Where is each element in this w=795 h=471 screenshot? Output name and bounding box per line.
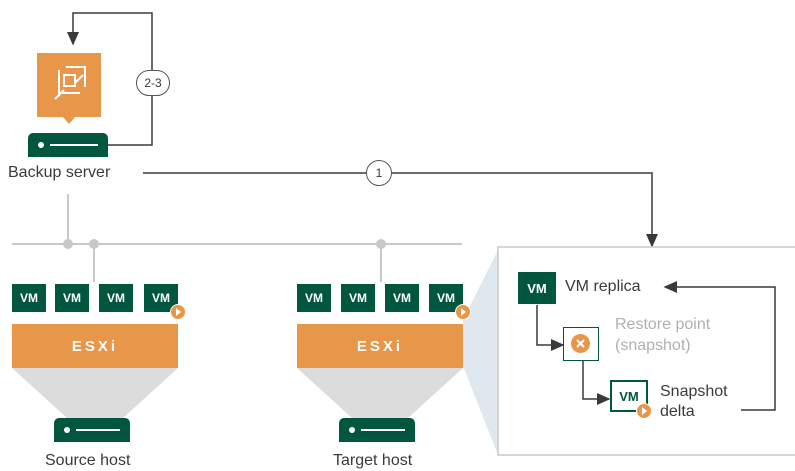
source-host-label: Source host	[45, 452, 131, 469]
play-icon	[636, 403, 652, 419]
snapshot-icon	[563, 327, 599, 361]
source-esxi: ESXi	[12, 324, 178, 368]
backup-server-base	[28, 133, 108, 157]
source-host-server	[54, 418, 130, 442]
play-icon	[455, 304, 471, 320]
target-host-label: Target host	[333, 452, 413, 469]
backup-server-label: Backup server	[8, 164, 111, 181]
vm-replica-badge: VM	[518, 272, 556, 304]
snapshot-delta-label-1: Snapshot	[660, 383, 728, 400]
step-badge-2-3: 2-3	[136, 70, 170, 96]
target-vm-4: VM	[429, 284, 463, 312]
vm-replica-label: VM replica	[565, 278, 641, 295]
callout-pointer	[63, 117, 75, 124]
source-vm-2: VM	[55, 284, 89, 312]
source-vm-1: VM	[12, 284, 46, 312]
target-esxi: ESXi	[297, 324, 463, 368]
target-vm-1: VM	[297, 284, 331, 312]
backup-server-icon	[37, 53, 101, 117]
source-vm-3: VM	[99, 284, 133, 312]
target-vm-3: VM	[385, 284, 419, 312]
snapshot-delta-label-2: delta	[660, 403, 695, 420]
target-host-server	[339, 418, 415, 442]
step-badge-1: 1	[366, 160, 392, 186]
play-icon	[170, 304, 186, 320]
restore-point-label-1: Restore point	[615, 316, 711, 333]
target-vm-2: VM	[341, 284, 375, 312]
restore-point-label-2: (snapshot)	[615, 337, 691, 354]
